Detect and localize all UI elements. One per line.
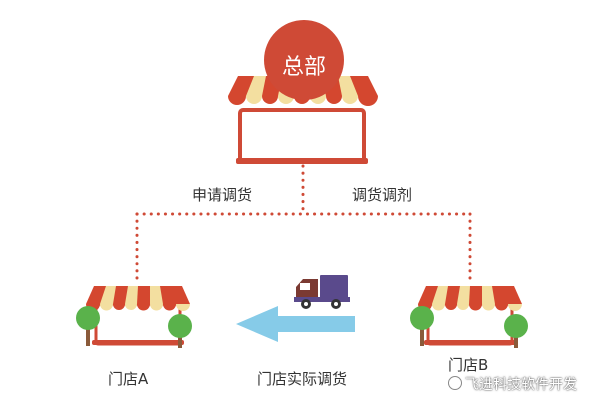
tree-icon <box>168 314 192 348</box>
tree-icon <box>410 306 434 346</box>
store-a-icon <box>86 286 190 346</box>
arrow-left-icon <box>236 306 355 342</box>
hq-store-icon <box>228 20 378 164</box>
tree-icon <box>504 314 528 348</box>
edge-label-transfer: 门店实际调货 <box>257 370 348 388</box>
edge-label-apply: 申请调货 <box>192 186 253 204</box>
watermark-text: 飞进科技软件开发 <box>465 377 577 393</box>
store-a-label: 门店A <box>108 370 149 388</box>
truck-icon <box>294 275 350 309</box>
watermark-icon <box>448 376 462 390</box>
connector-lines <box>135 164 472 286</box>
edge-label-allocate: 调货调剂 <box>352 186 413 204</box>
store-b-icon <box>418 286 522 346</box>
store-b-label: 门店B <box>448 356 489 374</box>
tree-icon <box>76 306 100 346</box>
watermark: 飞进科技软件开发 <box>448 374 577 394</box>
hq-label: 总部 <box>281 55 326 80</box>
